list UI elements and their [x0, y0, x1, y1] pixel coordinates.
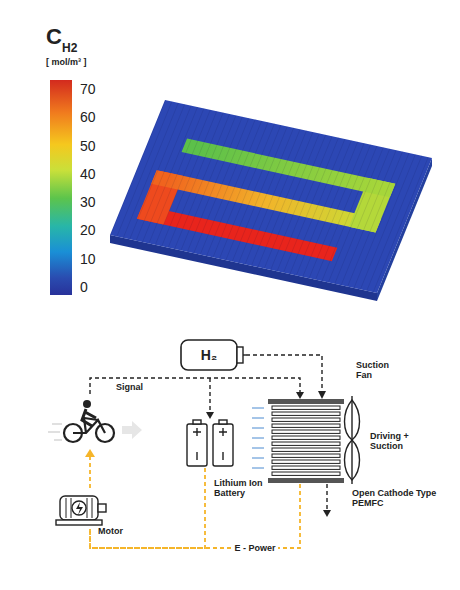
tick-label: 70	[80, 81, 96, 97]
battery-box: Lithium Ion Battery	[184, 418, 236, 468]
fan-label: Suction Fan	[356, 360, 396, 381]
tick-label: 40	[80, 166, 96, 182]
bar-title: C	[46, 24, 62, 49]
power-wire	[89, 456, 91, 488]
signal-label: Signal	[116, 382, 143, 392]
tick-label: 50	[80, 138, 96, 154]
suction-fan	[345, 396, 360, 484]
bicycle-icon	[64, 400, 114, 442]
tick-label: 10	[80, 251, 96, 267]
tick-label: 20	[80, 222, 96, 238]
node-outline	[184, 418, 236, 468]
node-text: Lithium Ion Battery	[214, 478, 274, 499]
fuel-cell-stack: Open Cathode Type PEMFC	[268, 398, 344, 484]
unit-label: [ mol/m³ ]	[46, 57, 87, 67]
node-text: Motor	[98, 526, 138, 536]
arrow-head	[85, 449, 95, 457]
arrow-head	[206, 412, 214, 419]
arrow-head	[296, 392, 304, 399]
node-outline	[52, 488, 108, 528]
motor-box: Motor	[52, 488, 108, 528]
color-bar	[50, 80, 72, 295]
motion-arrow	[122, 421, 142, 439]
tick-label: 30	[80, 194, 96, 210]
bar-title-sub: H2	[62, 42, 77, 56]
motion-lines	[48, 424, 62, 440]
node-text: H₂	[180, 347, 238, 363]
connector	[246, 355, 322, 398]
arrow-head	[323, 510, 331, 517]
tick-label: 60	[80, 109, 96, 125]
node-text: Open Cathode Type PEMFC	[352, 488, 448, 509]
air-arrows	[252, 408, 264, 468]
edge-label: E - Power	[232, 543, 277, 553]
tick-label: 0	[80, 279, 88, 295]
flow-plate	[110, 100, 432, 293]
node-outline	[268, 398, 344, 484]
connector	[90, 484, 300, 548]
fan-mode-label: Driving + Suction	[370, 431, 418, 452]
hydrogen-tank: H₂	[180, 338, 246, 372]
signal-wire	[90, 378, 300, 412]
connector	[90, 468, 205, 548]
exhaust-line	[326, 484, 327, 510]
